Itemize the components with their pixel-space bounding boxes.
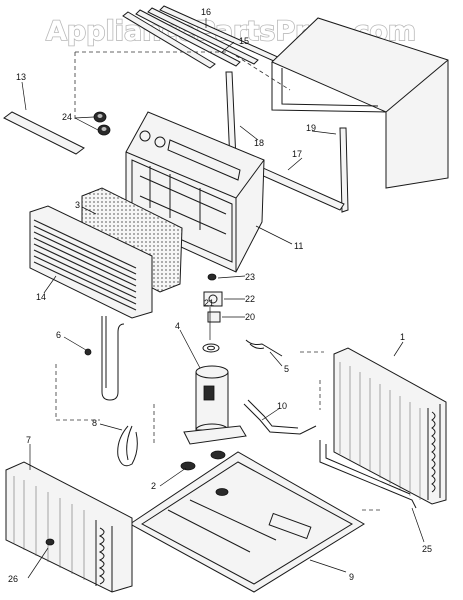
- callout-13: 13: [16, 72, 26, 82]
- valve-22[interactable]: [203, 291, 223, 307]
- callout-25: 25: [422, 544, 432, 554]
- leader-lines: [21, 18, 425, 579]
- tube-5[interactable]: [245, 339, 283, 357]
- callout-18: 18: [254, 138, 264, 148]
- callout-15: 15: [239, 36, 249, 46]
- callout-26: 26: [8, 574, 18, 584]
- callout-6: 6: [56, 330, 61, 340]
- callout-17: 17: [292, 149, 302, 159]
- callout-14: 14: [36, 292, 46, 302]
- assembly-guide-line: [74, 51, 291, 120]
- front-grille-14[interactable]: [29, 205, 153, 319]
- tube-10[interactable]: [243, 399, 317, 435]
- filter-strip-13[interactable]: [3, 111, 85, 155]
- callout-3: 3: [75, 200, 80, 210]
- callout-19: 19: [306, 123, 316, 133]
- callout-20: 20: [245, 312, 255, 322]
- callout-21: 21: [204, 298, 214, 308]
- rail-set-15-16[interactable]: [122, 5, 281, 69]
- tube-6[interactable]: [84, 316, 125, 401]
- cap-23[interactable]: [207, 273, 217, 281]
- evaporator-coil-7[interactable]: [5, 461, 133, 593]
- base-pan-9[interactable]: [129, 451, 365, 593]
- callout-22: 22: [245, 294, 255, 304]
- wire-harness-8[interactable]: [117, 425, 138, 467]
- callout-11: 11: [294, 241, 303, 251]
- callout-16: 16: [201, 7, 211, 17]
- callout-9: 9: [349, 572, 354, 582]
- wall-sleeve-case[interactable]: [271, 17, 449, 189]
- callout-7: 7: [26, 435, 31, 445]
- grommet-21[interactable]: [202, 343, 220, 353]
- callout-23: 23: [245, 272, 255, 282]
- callout-5: 5: [284, 364, 289, 374]
- callout-labels: 1 2 3 4 5 6 7 8 9 10 11 13 14 15 16 17 1…: [8, 7, 432, 584]
- callout-24: 24: [62, 112, 72, 122]
- tube-25[interactable]: [319, 440, 417, 509]
- callout-4: 4: [175, 321, 180, 331]
- compressor-4[interactable]: [183, 365, 247, 445]
- condenser-coil-1[interactable]: [333, 347, 447, 505]
- assembly-guide-lower: [55, 351, 380, 511]
- callout-8: 8: [92, 418, 97, 428]
- knob-set-24[interactable]: [93, 111, 111, 136]
- callout-2: 2: [151, 481, 156, 491]
- fitting-20[interactable]: [207, 311, 221, 323]
- gasket-19[interactable]: [339, 127, 349, 213]
- callout-1: 1: [400, 332, 405, 342]
- callout-10: 10: [277, 401, 287, 411]
